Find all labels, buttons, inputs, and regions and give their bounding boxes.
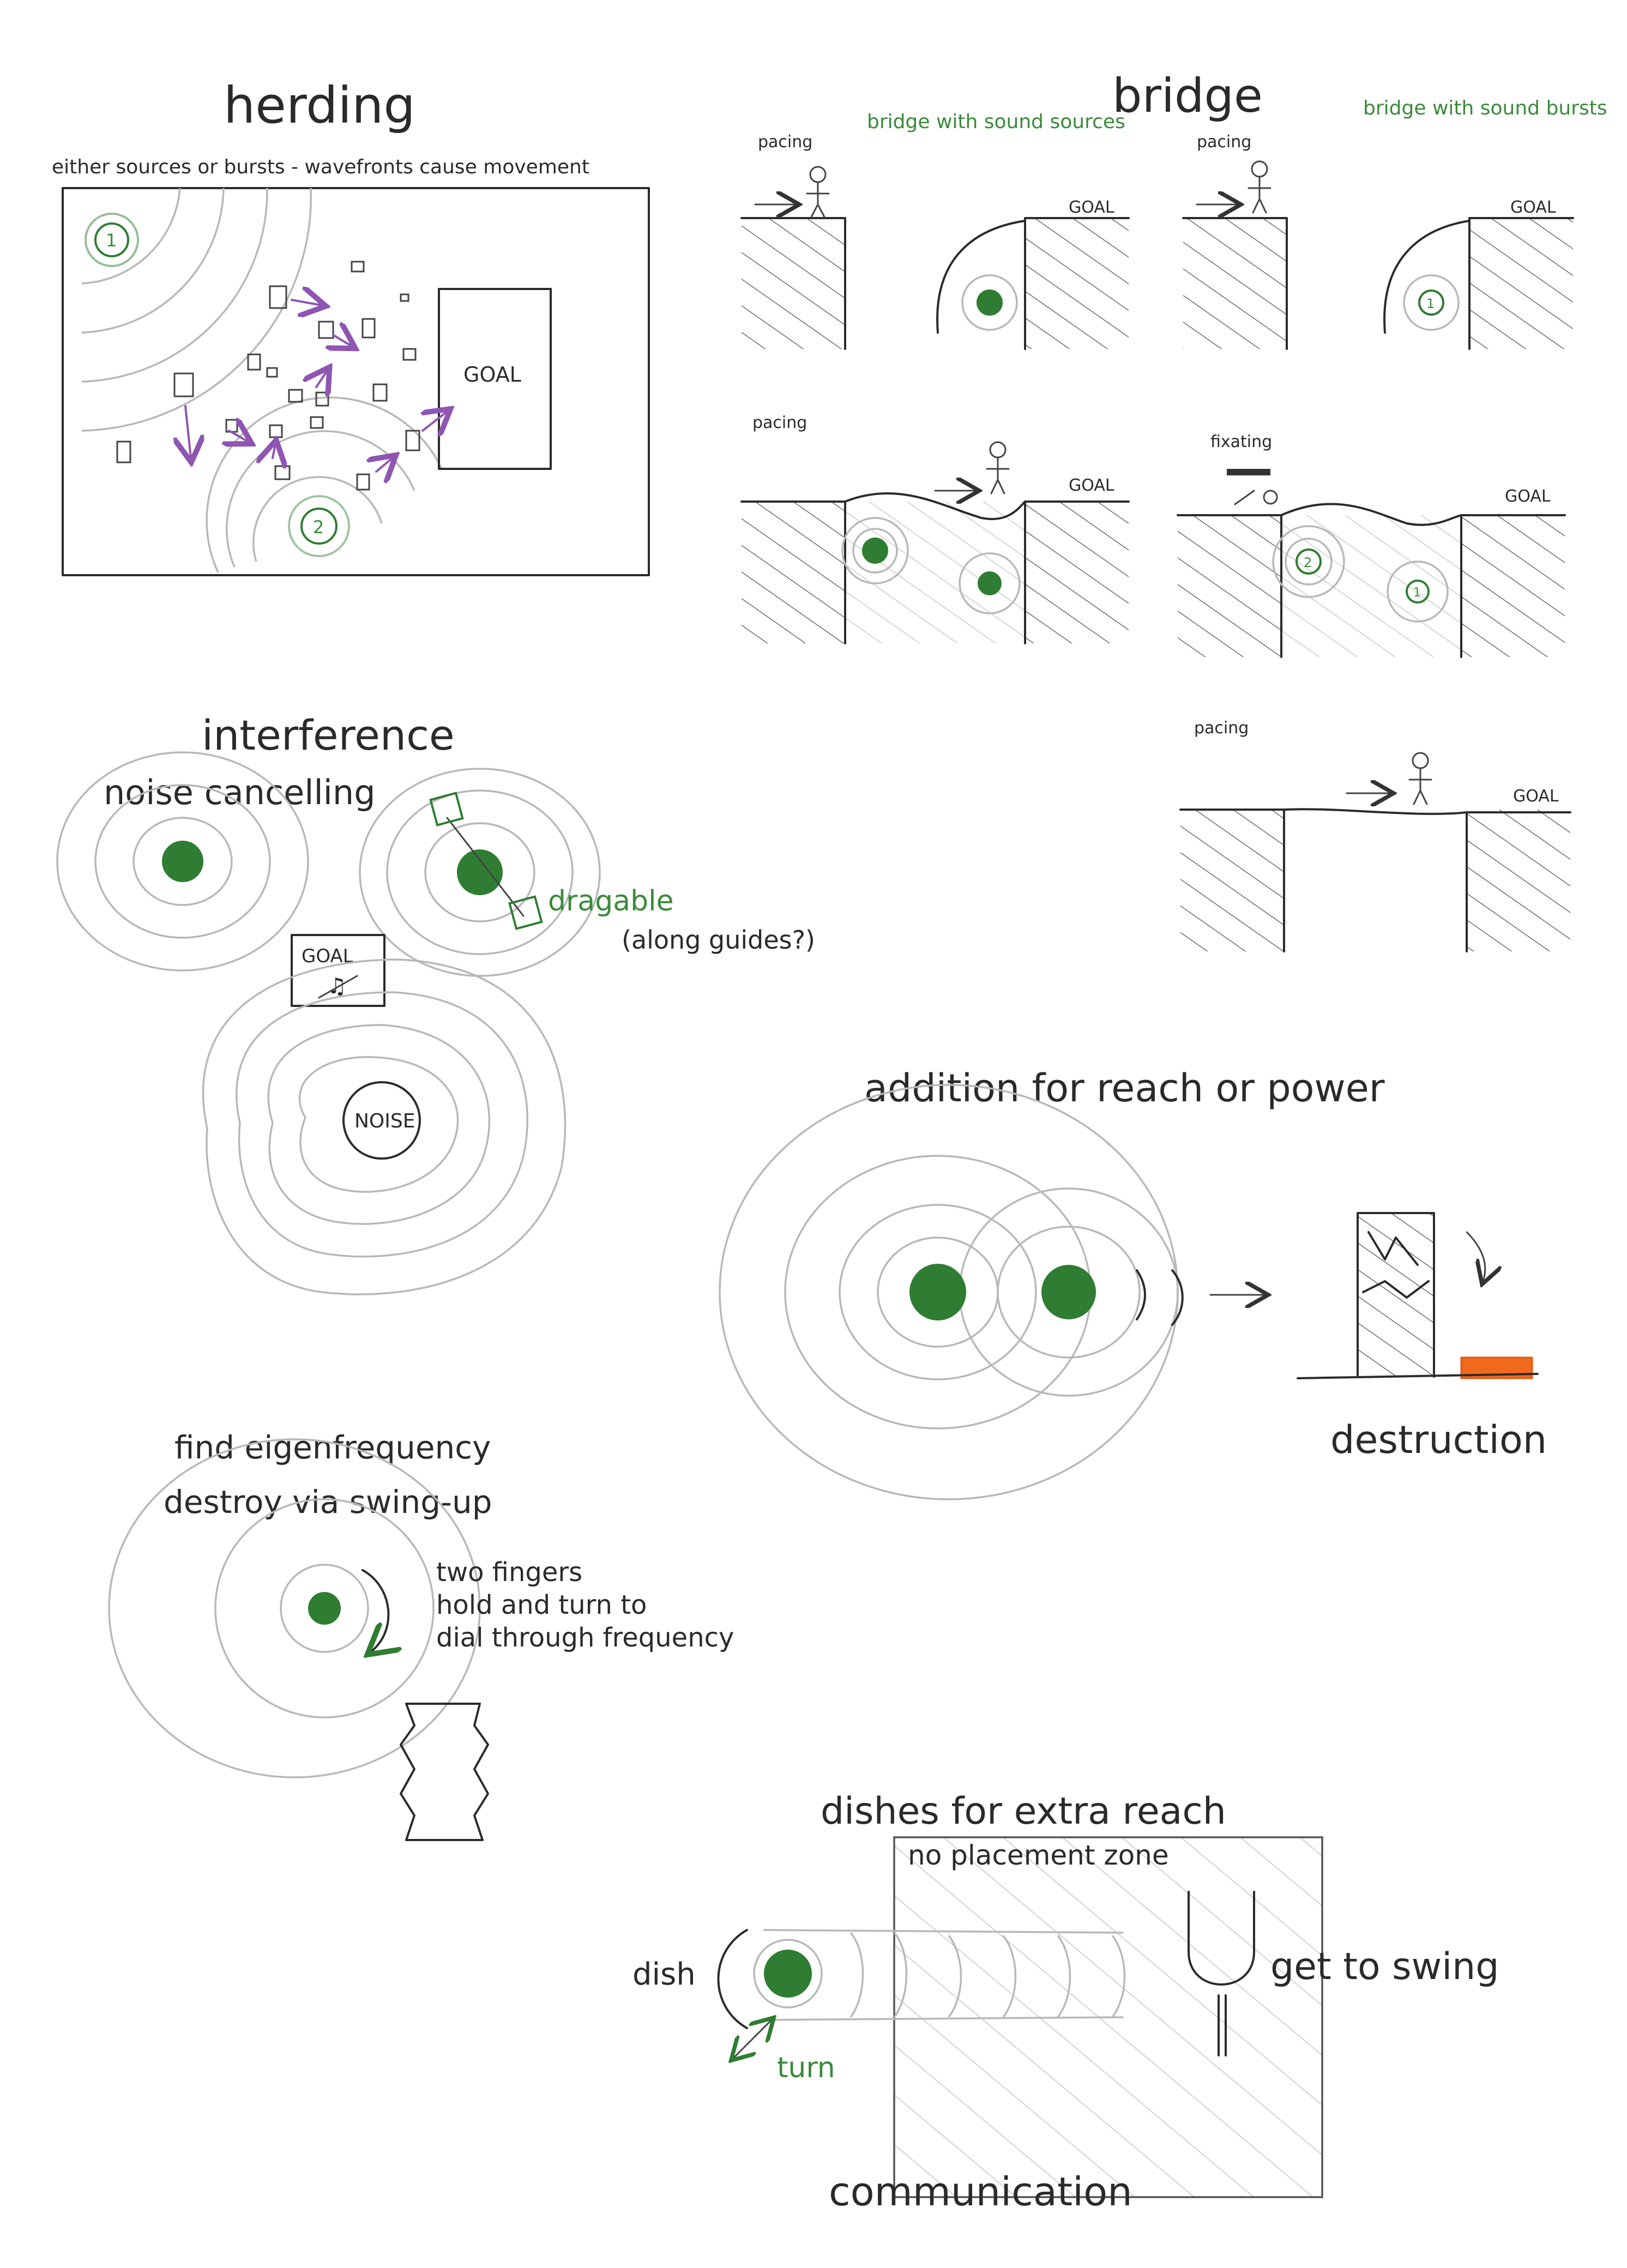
turn-label: turn: [777, 2052, 835, 2084]
destruction-tower: [1357, 1212, 1485, 1378]
bridge-panel-5: pacing GOAL: [1179, 719, 1571, 952]
muted-note-icon: ♫: [327, 974, 347, 999]
bridge-panel-4-burst-2[interactable]: [1295, 548, 1322, 575]
addition-source-2[interactable]: [1041, 1265, 1096, 1319]
bridge-panel-2-burst[interactable]: [1418, 289, 1444, 316]
dishes-section: dishes for extra reach no placement zone…: [632, 1790, 1499, 2215]
eigen-section: find eigenfrequency destroy via swing-up…: [108, 1429, 734, 1841]
bridge-panel-1-figure-head: [809, 166, 827, 183]
addition-source-1[interactable]: [909, 1264, 966, 1320]
bridge-panel-3-source-a[interactable]: [862, 538, 888, 564]
bridge-panel-4-goal: GOAL: [1505, 487, 1551, 506]
eigen-line-2: destroy via swing-up: [164, 1483, 492, 1521]
bridge-panel-1-wave: [961, 274, 1018, 331]
eigen-hint-3: dial through frequency: [436, 1622, 734, 1653]
eigen-waves: [108, 1438, 481, 1778]
bridge-panel-4: fixating GOAL 2 1: [1177, 432, 1566, 658]
eigen-target-block: [400, 1703, 489, 1841]
noise-label: NOISE: [354, 1110, 415, 1132]
herding-subtitle: either sources or bursts - wavefronts ca…: [52, 156, 589, 178]
bridge-panel-1-pacing: pacing: [758, 132, 812, 152]
dish[interactable]: [717, 1929, 748, 2029]
interference-source-left[interactable]: [162, 841, 203, 882]
herding-source-2[interactable]: [300, 508, 338, 545]
interference-source-right[interactable]: [457, 849, 503, 895]
communication-label: communication: [829, 2169, 1132, 2215]
eigen-hint-1: two fingers: [436, 1557, 582, 1588]
get-to-swing-label: get to swing: [1270, 1945, 1499, 1988]
herding-waves-2: [206, 396, 443, 573]
herding-field: [62, 187, 650, 576]
bridge-panel-1-source[interactable]: [977, 289, 1003, 316]
interference-goal-box: [291, 934, 385, 1007]
destruction-label: destruction: [1330, 1417, 1547, 1462]
noise-source: [342, 1081, 421, 1160]
herding-title: herding: [224, 76, 415, 135]
herding-section: herding either sources or bursts - wavef…: [52, 76, 650, 576]
bridge-sources-note: bridge with sound sources: [867, 111, 1125, 133]
bridge-panel-3-pacing: pacing: [752, 413, 807, 432]
bridge-panel-2: pacing GOAL 1: [1182, 132, 1574, 350]
herding-source-2-outer: [288, 495, 350, 557]
bridge-panel-3: pacing GOAL: [740, 413, 1130, 644]
no-placement-label: no placement zone: [908, 1839, 1169, 1871]
drag-handle-top[interactable]: [429, 792, 464, 827]
herding-goal-box: [438, 288, 552, 470]
dragable-label: dragable: [548, 885, 674, 918]
herding-source-2-label: 2: [313, 517, 324, 538]
herding-particles: [116, 261, 420, 491]
bridge-panel-3-source-b[interactable]: [978, 571, 1002, 595]
bridge-panel-5-pacing: pacing: [1194, 719, 1249, 738]
bridge-panel-4-label-2: 2: [1304, 555, 1312, 570]
herding-source-1-outer: [85, 213, 139, 267]
interference-waves-right: [359, 768, 601, 977]
herding-source-1-label: 1: [106, 230, 117, 251]
along-guides-label: (along guides?): [622, 925, 815, 955]
bridge-title: bridge: [1112, 69, 1263, 123]
tuning-fork: [1188, 1891, 1255, 2056]
bridge-panel-2-burst-label: 1: [1426, 296, 1435, 311]
bridge-panel-2-pacing: pacing: [1197, 132, 1251, 152]
dish-wavefronts: [763, 1929, 1126, 2021]
addition-section: addition for reach or power destruction: [719, 1066, 1547, 1500]
eigen-hint-2: hold and turn to: [436, 1590, 647, 1620]
interference-title: interference: [202, 711, 455, 759]
bridge-panel-1-goal: GOAL: [1069, 198, 1114, 217]
bridge-panel-4-label-1: 1: [1413, 586, 1421, 600]
eigen-source[interactable]: [308, 1592, 341, 1625]
drag-handle-bottom[interactable]: [508, 895, 543, 930]
bridge-panel-2-goal: GOAL: [1510, 198, 1556, 217]
bridge-panel-5-goal: GOAL: [1513, 787, 1559, 806]
bridge-bursts-note: bridge with sound bursts: [1363, 97, 1607, 119]
eigen-line-1: find eigenfrequency: [174, 1429, 491, 1466]
interference-waves-left: [56, 751, 309, 972]
addition-title: addition for reach or power: [864, 1066, 1385, 1111]
bridge-panel-3-goal: GOAL: [1069, 476, 1114, 495]
bridge-panel-1: pacing GOAL: [740, 132, 1130, 350]
bridge-section: bridge bridge with sound sources bridge …: [740, 69, 1607, 952]
bridge-panel-4-fixating: fixating: [1210, 432, 1272, 451]
interference-subtitle: noise cancelling: [104, 773, 376, 812]
herding-goal-label: GOAL: [463, 363, 521, 387]
dishes-title: dishes for extra reach: [821, 1790, 1226, 1833]
interference-section: interference noise cancelling dragable (…: [56, 711, 815, 1295]
noise-waves: [202, 958, 567, 1295]
addition-waves: [719, 1084, 1179, 1500]
herding-waves-1: [81, 188, 312, 432]
dish-label: dish: [632, 1957, 696, 1992]
dish-source[interactable]: [764, 1950, 812, 1998]
herding-force-arrows: [185, 300, 447, 472]
bridge-panel-4-burst-1[interactable]: [1406, 580, 1430, 604]
bridge-panel-4-fixator: [1227, 469, 1270, 475]
herding-source-1[interactable]: [94, 222, 129, 257]
